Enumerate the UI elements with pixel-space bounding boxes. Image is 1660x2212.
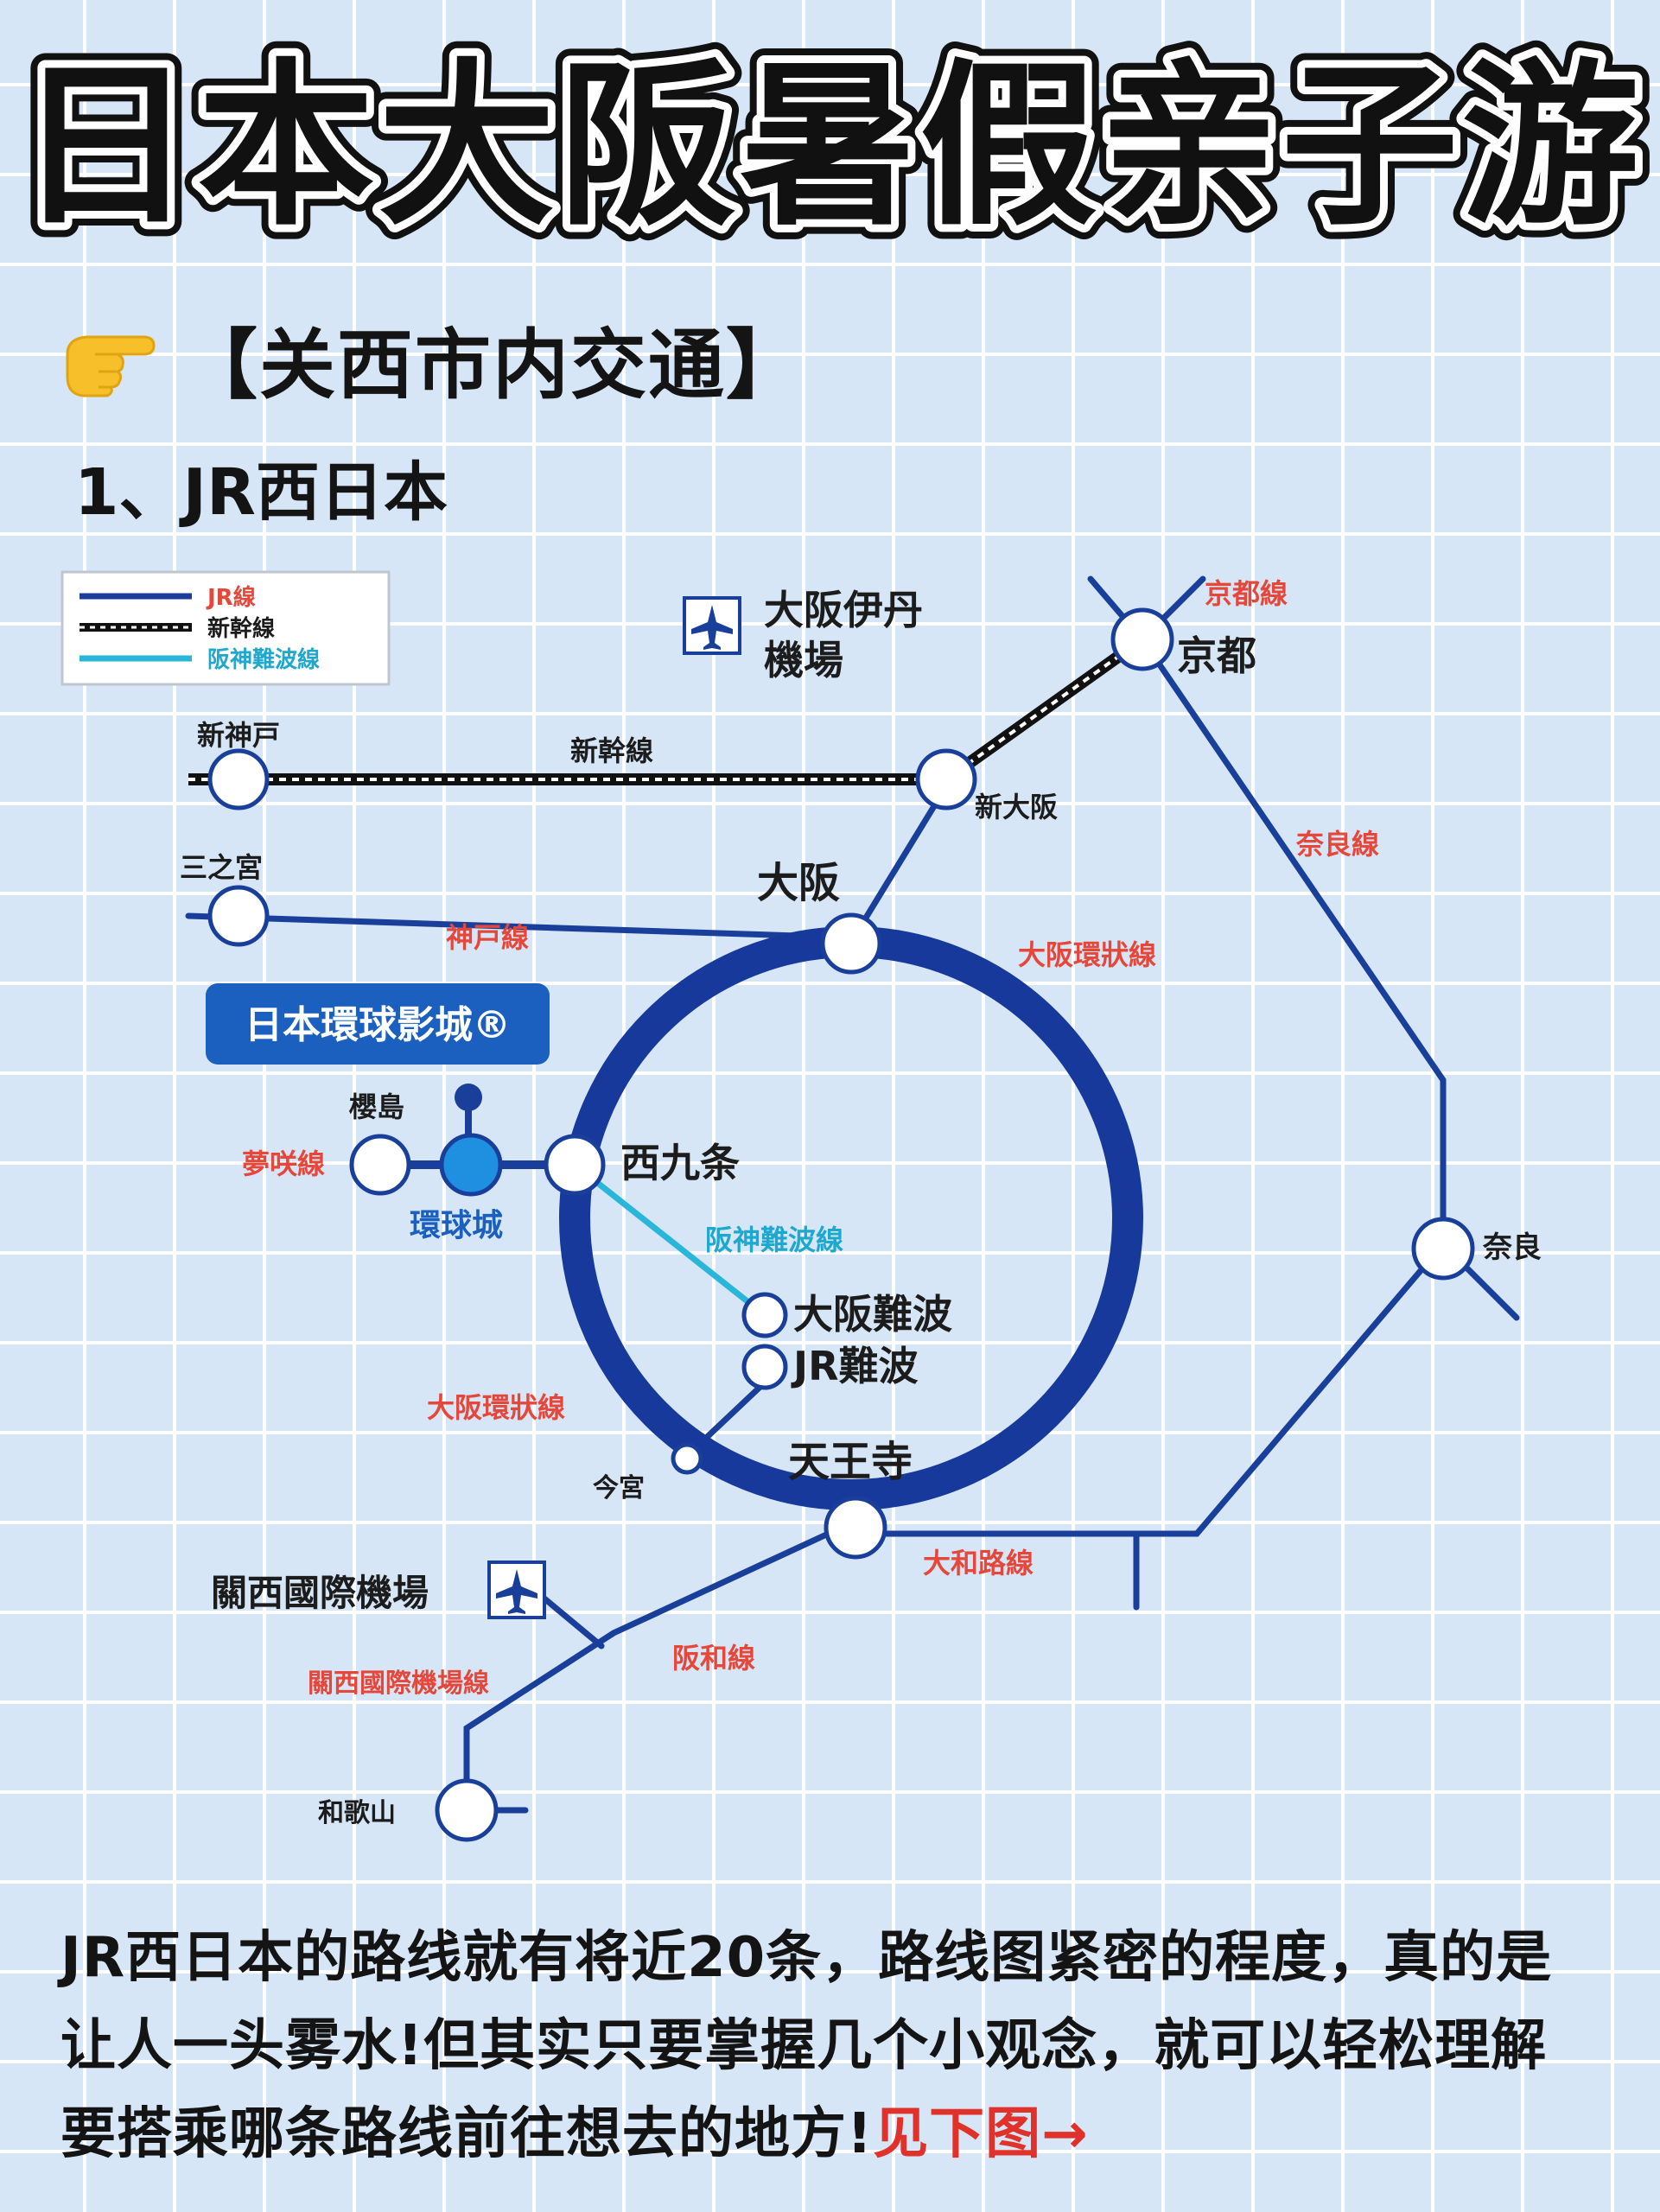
body-text: JR西日本的路线就有将近20条，路线图紧密的程度，真的是让人一头雾水!但其实只要… [60,1926,1553,2166]
station-sannomiya [207,885,270,947]
label-osaka: 大阪 [757,859,840,907]
label-loop-line-bottom: 大阪環狀線 [427,1391,565,1424]
label-tennoji: 天王寺 [788,1438,913,1486]
label-sakurajima: 櫻島 [348,1090,404,1123]
legend-shinkansen-label: 新幹線 [207,615,275,642]
line-kobe [185,912,855,941]
body-highlight: 见下图→ [873,2102,1089,2166]
usj-entrance-dot [455,1084,482,1111]
label-sannomiya: 三之宮 [180,851,263,884]
station-universal-city [439,1133,503,1197]
station-kyoto [1110,607,1174,671]
pointing-hand-icon [66,335,156,397]
page-title: 日本大阪暑假亲子游 日本大阪暑假亲子游 日本大阪暑假亲子游 [3,29,1654,264]
usj-badge-bg [206,983,550,1065]
station-tennoji [824,1496,887,1560]
label-hanshin-namba-line: 阪神難波線 [705,1224,843,1256]
rail-map-svg: JR線 新幹線 阪神難波線 [60,570,1542,1842]
label-kyoto: 京都 [1177,632,1256,679]
airplane-icon [487,1560,546,1619]
station-imamiya [671,1442,703,1475]
section-heading-text: 【关西市内交通】 [181,320,805,410]
label-osaka-namba: 大阪難波 [793,1291,952,1338]
map-legend: JR線 新幹線 阪神難波線 [60,570,391,686]
label-itami-line1: 大阪伊丹 [764,587,923,633]
label-loop-line-top: 大阪環狀線 [1018,938,1156,971]
label-kobe-line: 神戸線 [446,921,529,954]
osaka-loop-line [559,926,1143,1510]
label-universal-city: 環球城 [410,1208,503,1243]
title-outline: 日本大阪暑假亲子游 [17,44,1643,250]
section-heading: 【关西市内交通】 [60,311,804,410]
label-imamiya: 今宮 [593,1473,645,1503]
subheading: 1、JR西日本 [74,455,448,530]
label-itami-line2: 機場 [764,637,843,683]
airplane-icon [683,596,741,655]
label-yamatoji-line: 大和路線 [923,1547,1034,1580]
station-shinkobe [207,748,270,810]
label-jr-namba: JR難波 [791,1343,919,1389]
station-nara [1411,1217,1475,1281]
station-sakurajima [349,1134,411,1196]
title-text: 日本大阪暑假亲子游 [17,44,1643,250]
station-jr-namba [741,1344,788,1390]
label-kyoto-line: 京都線 [1205,577,1288,610]
title-white-border: 日本大阪暑假亲子游 [17,44,1643,250]
body-paragraph: JR西日本的路线就有将近20条，路线图紧密的程度，真的是让人一头雾水!但其实只要… [60,1914,1599,2178]
label-nara: 奈良 [1482,1230,1542,1265]
shinkansen-track-ne-dash [944,638,1144,781]
label-nara-line: 奈良線 [1295,828,1379,861]
shinkansen-line [188,634,1147,785]
stations [207,607,1475,1842]
station-shinosaka [915,748,977,810]
title-graphic: 日本大阪暑假亲子游 日本大阪暑假亲子游 日本大阪暑假亲子游 [3,29,1654,264]
label-shinkobe: 新神戸 [197,719,280,752]
label-hanwa-line: 阪和線 [672,1642,755,1675]
station-wakayama [435,1778,499,1842]
station-osaka [820,912,882,975]
label-nishikujo: 西九条 [620,1140,740,1186]
legend-hanshin-label: 阪神難波線 [207,646,320,673]
line-hanwa [463,1522,850,1809]
legend-jr-label: JR線 [206,584,256,611]
jr-lines [185,575,1520,1814]
hanshin-namba-line [572,1162,767,1318]
rail-map: JR線 新幹線 阪神難波線 [0,553,1660,1884]
station-nishikujo [544,1134,606,1196]
usj-badge-label: 日本環球影城® [245,1003,511,1047]
label-shinosaka: 新大阪 [975,791,1058,823]
label-yumesaki-line: 夢咲線 [242,1147,325,1180]
label-airport-line: 關西國際機場線 [308,1669,489,1699]
usj-badge: 日本環球影城® [206,983,550,1065]
label-shinkansen: 新幹線 [570,734,653,767]
label-wakayama: 和歌山 [318,1798,396,1828]
label-kansai-airport: 關西國際機場 [211,1572,429,1614]
station-osaka-namba [741,1292,788,1338]
